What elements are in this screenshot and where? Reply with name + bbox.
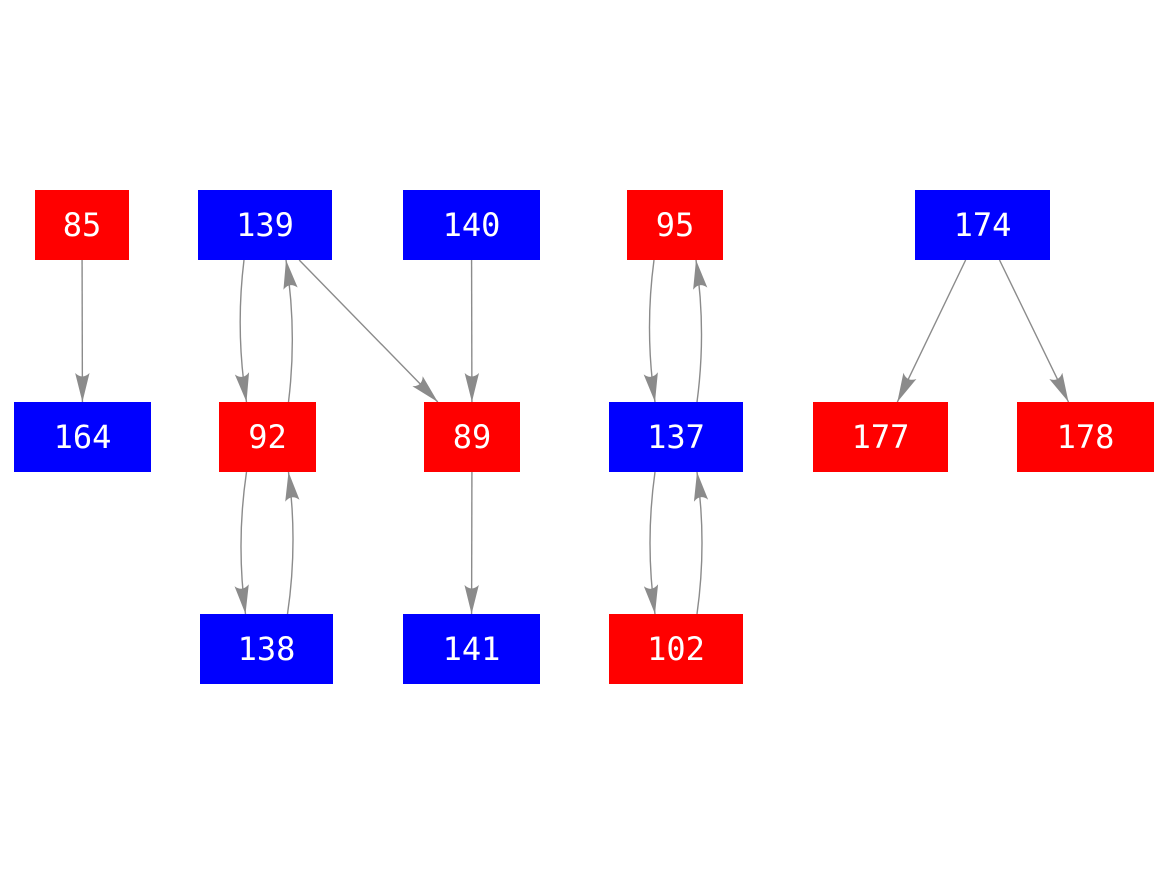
node-label: 140 [442,206,501,244]
graph-node-178: 178 [1017,402,1154,472]
edge-92-138 [234,471,249,615]
edge-138-92 [285,471,300,615]
edge-174-178 [998,259,1070,403]
graph-node-92: 92 [219,402,316,472]
graph-node-89: 89 [424,402,520,472]
node-label: 139 [236,206,294,244]
graph-node-164: 164 [14,402,151,472]
edge-95-137 [643,259,658,403]
graph-node-85: 85 [35,190,129,260]
graph-node-141: 141 [403,614,540,684]
graph-node-137: 137 [609,402,743,472]
graph-node-139: 139 [198,190,332,260]
edge-92-139 [283,259,298,403]
node-label: 102 [647,630,705,668]
edge-102-137 [693,471,709,615]
edge-137-95 [693,259,708,403]
edge-137-102 [643,471,659,615]
graph-node-138: 138 [200,614,333,684]
node-label: 177 [851,418,910,456]
node-label: 178 [1056,418,1115,456]
graph-node-102: 102 [609,614,743,684]
node-label: 164 [53,418,112,456]
node-label: 89 [452,418,492,456]
node-label: 138 [237,630,296,668]
node-label: 92 [248,418,287,456]
edge-139-92 [234,259,250,403]
node-label: 141 [442,630,501,668]
node-label: 85 [62,206,102,244]
node-label: 137 [647,418,705,456]
graph-node-95: 95 [627,190,723,260]
node-label: 95 [655,206,695,244]
edge-139-89 [298,259,439,403]
edge-174-177 [896,259,967,403]
graph-node-177: 177 [813,402,948,472]
graph-node-140: 140 [403,190,540,260]
node-label: 174 [953,206,1012,244]
graph-node-174: 174 [915,190,1050,260]
